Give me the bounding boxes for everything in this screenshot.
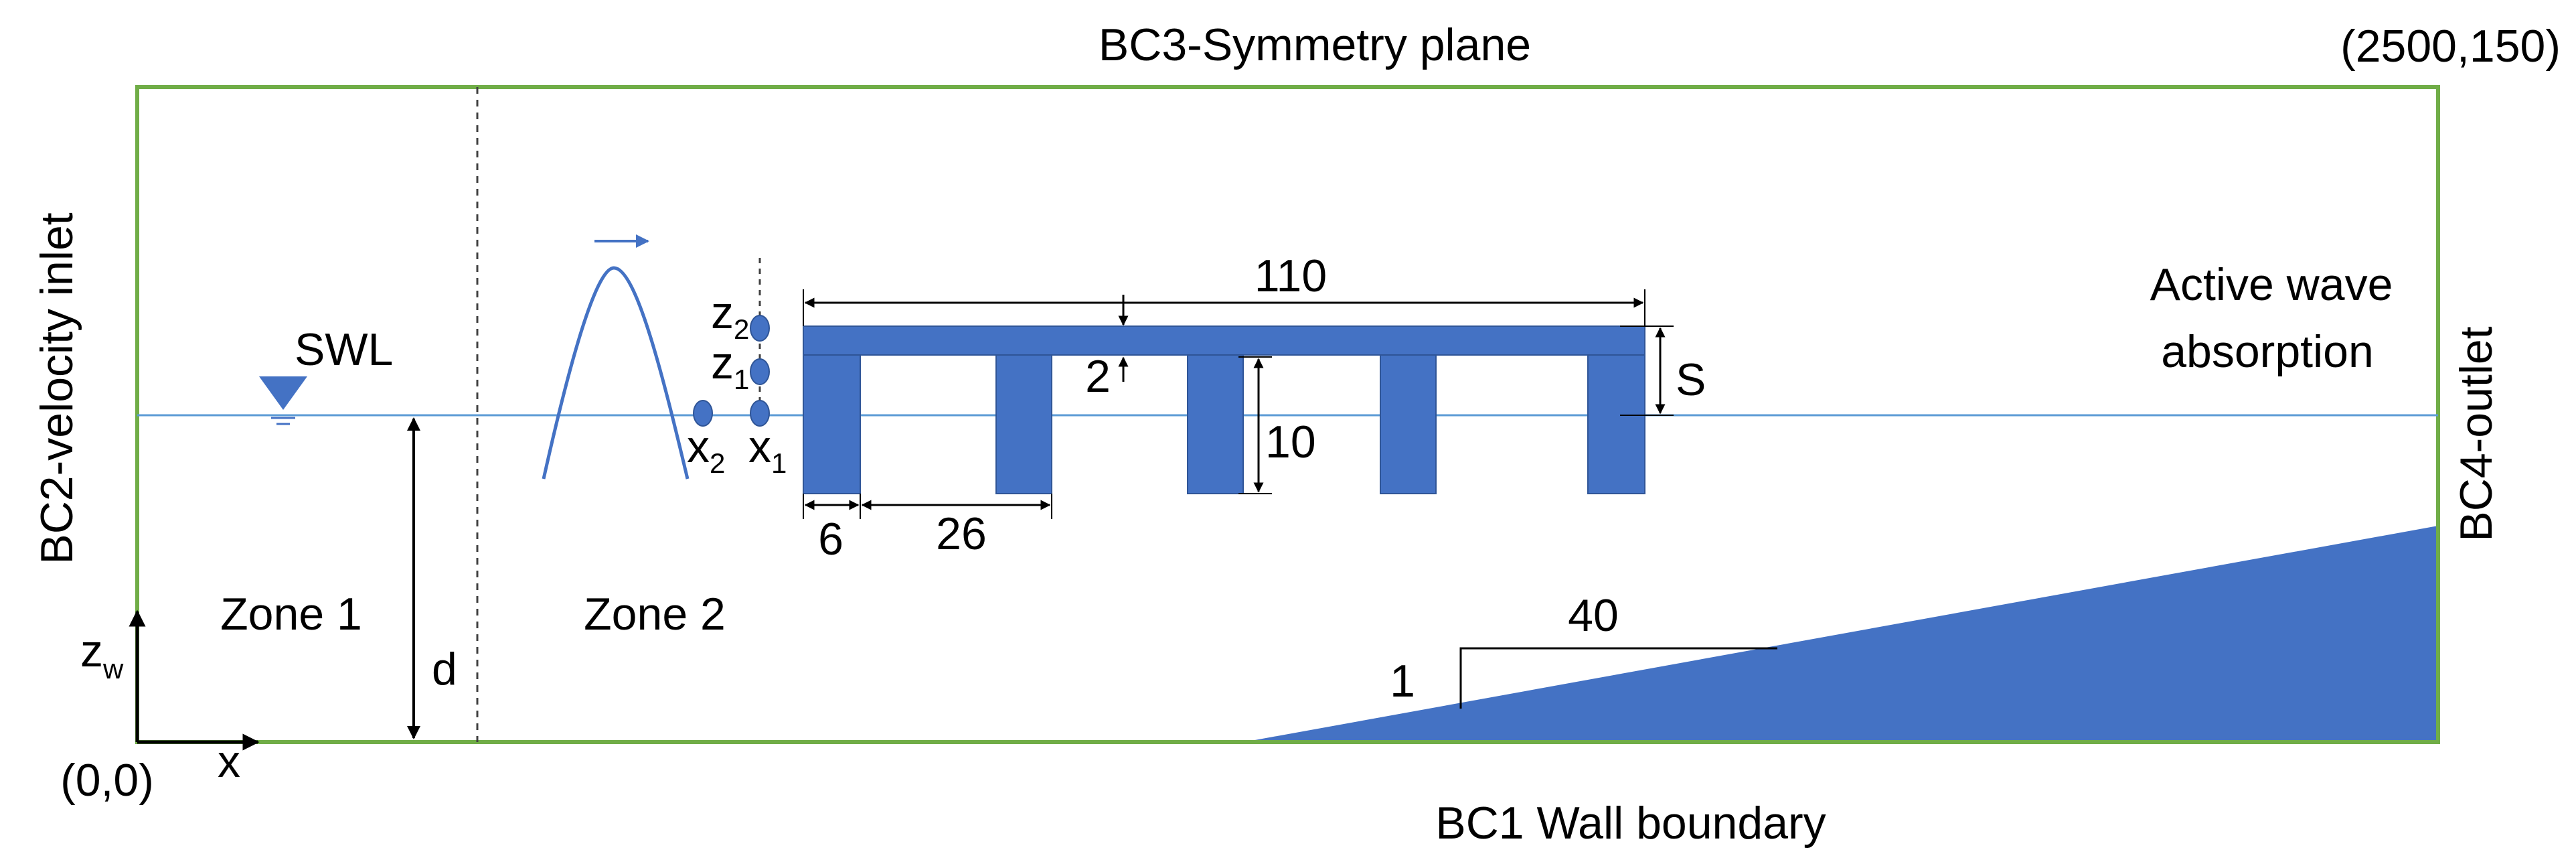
gauge-z1 [750, 358, 770, 385]
dim-deck-label: 2 [1085, 351, 1111, 402]
dim-pile-depth-label: 10 [1265, 417, 1316, 467]
slope-indicator [1459, 647, 1777, 709]
pile-structure [803, 326, 1645, 494]
active-absorption-line2: absorption [2161, 326, 2374, 377]
gauge-z2-label: z2 [711, 287, 749, 345]
sloping-beach [1244, 526, 2438, 742]
depth-label: d [432, 644, 457, 695]
swl-symbol-icon [259, 376, 307, 410]
title-label: BC3-Symmetry plane [1099, 19, 1531, 70]
gauge-z1-label: z1 [711, 338, 749, 395]
dim-length-label: 110 [1255, 250, 1327, 301]
zone1-label: Zone 1 [220, 589, 362, 640]
gauge-x1 [750, 400, 770, 427]
slope-run-label: 40 [1568, 590, 1619, 641]
dim-pile-width-label: 6 [818, 514, 843, 565]
gauge-x2 [693, 400, 713, 427]
corner-top-right-label: (2500,150) [2340, 21, 2561, 72]
origin-label: (0,0) [60, 755, 154, 806]
gauge-x2-label: x2 [687, 421, 725, 479]
gauge-z2 [750, 315, 770, 342]
pile-3 [1187, 354, 1244, 494]
z-axis-label: zw [80, 626, 124, 684]
pile-5 [1587, 354, 1645, 494]
deck [803, 326, 1645, 356]
inlet-bc-label: BC2-velocity inlet [31, 212, 82, 564]
active-absorption-line1: Active wave [2150, 259, 2393, 310]
pile-4 [1380, 354, 1437, 494]
outlet-bc-label: BC4-outlet [2451, 326, 2502, 541]
pile-1 [803, 354, 861, 494]
slope-rise-label: 1 [1390, 656, 1415, 707]
x-axis-label: x [218, 736, 240, 787]
zone2-label: Zone 2 [584, 589, 726, 640]
dim-submergence-label: S [1676, 354, 1706, 405]
swl-label: SWL [295, 324, 393, 375]
gauge-x1-label: x1 [748, 421, 787, 479]
dim-pile-spacing-label: 26 [936, 508, 987, 559]
pile-2 [995, 354, 1052, 494]
wave-profile [542, 266, 690, 480]
bottom-bc-label: BC1 Wall boundary [1435, 798, 1826, 849]
